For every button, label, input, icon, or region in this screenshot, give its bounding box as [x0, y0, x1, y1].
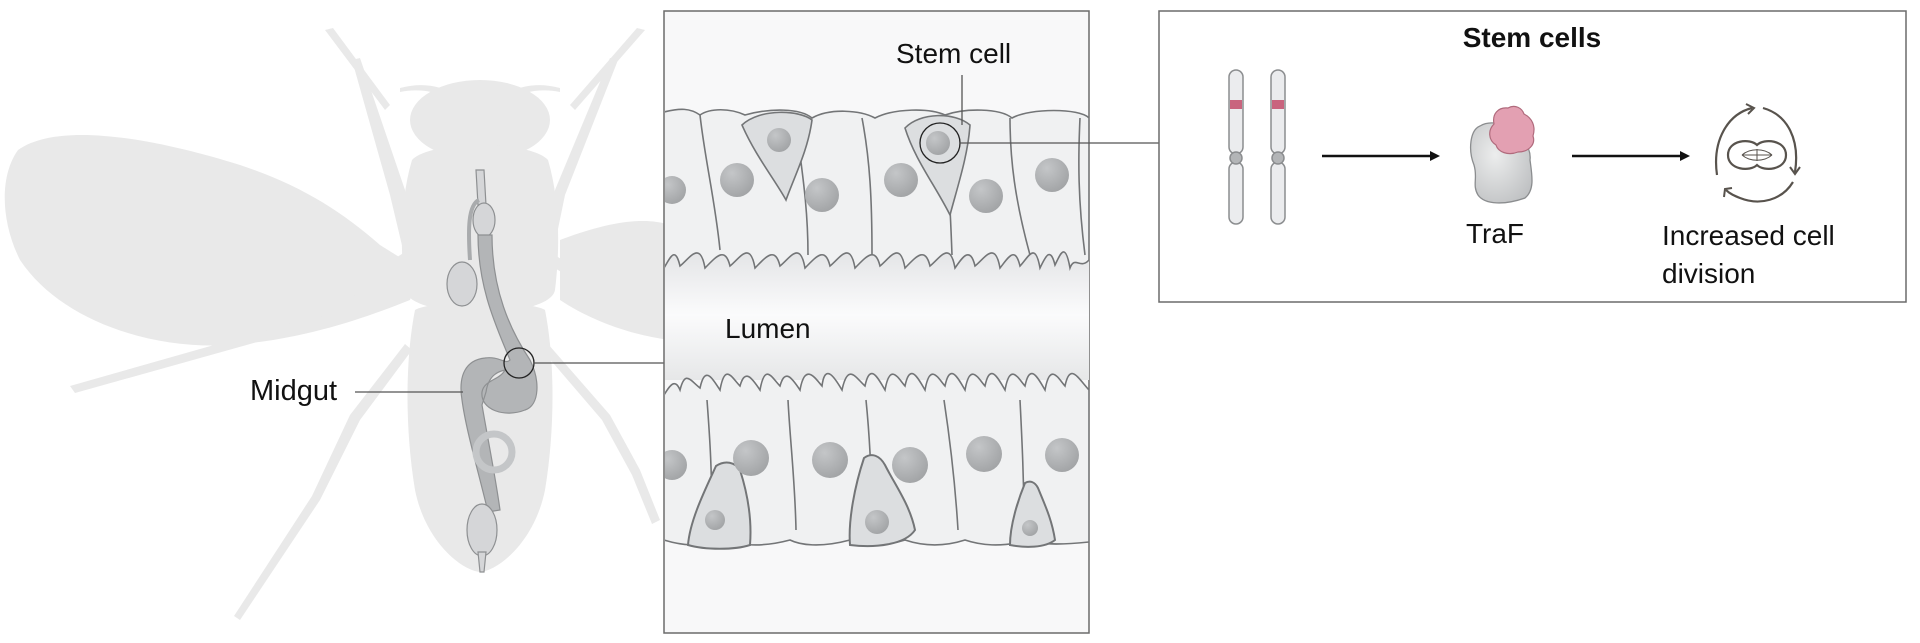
proventriculus: [472, 202, 496, 238]
division-label-line1: Increased cell: [1662, 220, 1835, 251]
hindgut-tail: [477, 551, 487, 573]
right-front-leg: [542, 58, 618, 258]
head-antenna-bar: [400, 85, 560, 108]
left-front-leg: [352, 58, 415, 258]
stem-cell-lower-3: [1008, 480, 1057, 548]
stem-cell-lower-1-nucleus: [705, 510, 725, 530]
stem-cell-upper-1-nucleus: [767, 128, 791, 152]
lower-nuclei: [665, 436, 1079, 483]
division-label-line2: division: [1662, 258, 1755, 289]
stem-cell-label: Stem cell: [896, 38, 1011, 69]
stem-cell-lower-2-nucleus: [865, 510, 889, 534]
fly-head: [410, 80, 550, 160]
tissue-section: [665, 108, 1089, 550]
pathway-title: Stem cells: [1463, 22, 1602, 53]
chromosome-right-upper: [1270, 69, 1286, 155]
mitotic-spindle: [1741, 149, 1773, 161]
chromosome-left-upper: [1228, 69, 1244, 155]
hindgut-loop: [472, 430, 516, 474]
stem-cell-upper-2-target: [904, 114, 971, 218]
chromosome-right-lower: [1270, 161, 1286, 225]
gene-band-right: [1272, 100, 1284, 109]
cycle-arrow-bottom: [1725, 181, 1794, 203]
traf-label: TraF: [1466, 218, 1524, 249]
upper-nuclei: [665, 158, 1069, 213]
gene-band-left: [1230, 100, 1242, 109]
right-wing: [560, 220, 670, 340]
dividing-cell-outline: [1726, 140, 1788, 170]
rectum: [466, 503, 498, 557]
crop: [446, 261, 478, 307]
right-middle-leg: [545, 252, 670, 338]
cell-division-cycle-icon: [1715, 103, 1801, 203]
midgut-label: Midgut: [250, 375, 337, 407]
lumen-band: [665, 250, 1089, 380]
chromosome-left-lower: [1228, 161, 1244, 225]
left-hind-leg: [234, 344, 412, 620]
centromere-left: [1229, 151, 1243, 165]
stem-cell-upper-1: [741, 111, 813, 202]
chromosome-pair-icon: [1228, 69, 1286, 225]
stem-cell-lower-3-nucleus: [1022, 520, 1038, 536]
crop-duct: [467, 198, 481, 261]
pathway-panel-frame: [1158, 10, 1907, 303]
stem-cell-upper-2-nucleus: [926, 131, 950, 155]
traf-pink-domain: [1489, 105, 1535, 155]
lumen-label: Lumen: [725, 313, 811, 344]
right-hind-leg: [542, 344, 660, 524]
fly-gut: [446, 169, 538, 573]
cycle-arrow-top: [1715, 106, 1753, 176]
fly-silhouette: [4, 28, 670, 620]
cycle-arrow-right: [1762, 106, 1798, 173]
traf-protein-icon: [1469, 105, 1535, 204]
centromere-right: [1271, 151, 1285, 165]
left-middle-leg: [70, 252, 410, 393]
left-wing: [4, 134, 421, 346]
